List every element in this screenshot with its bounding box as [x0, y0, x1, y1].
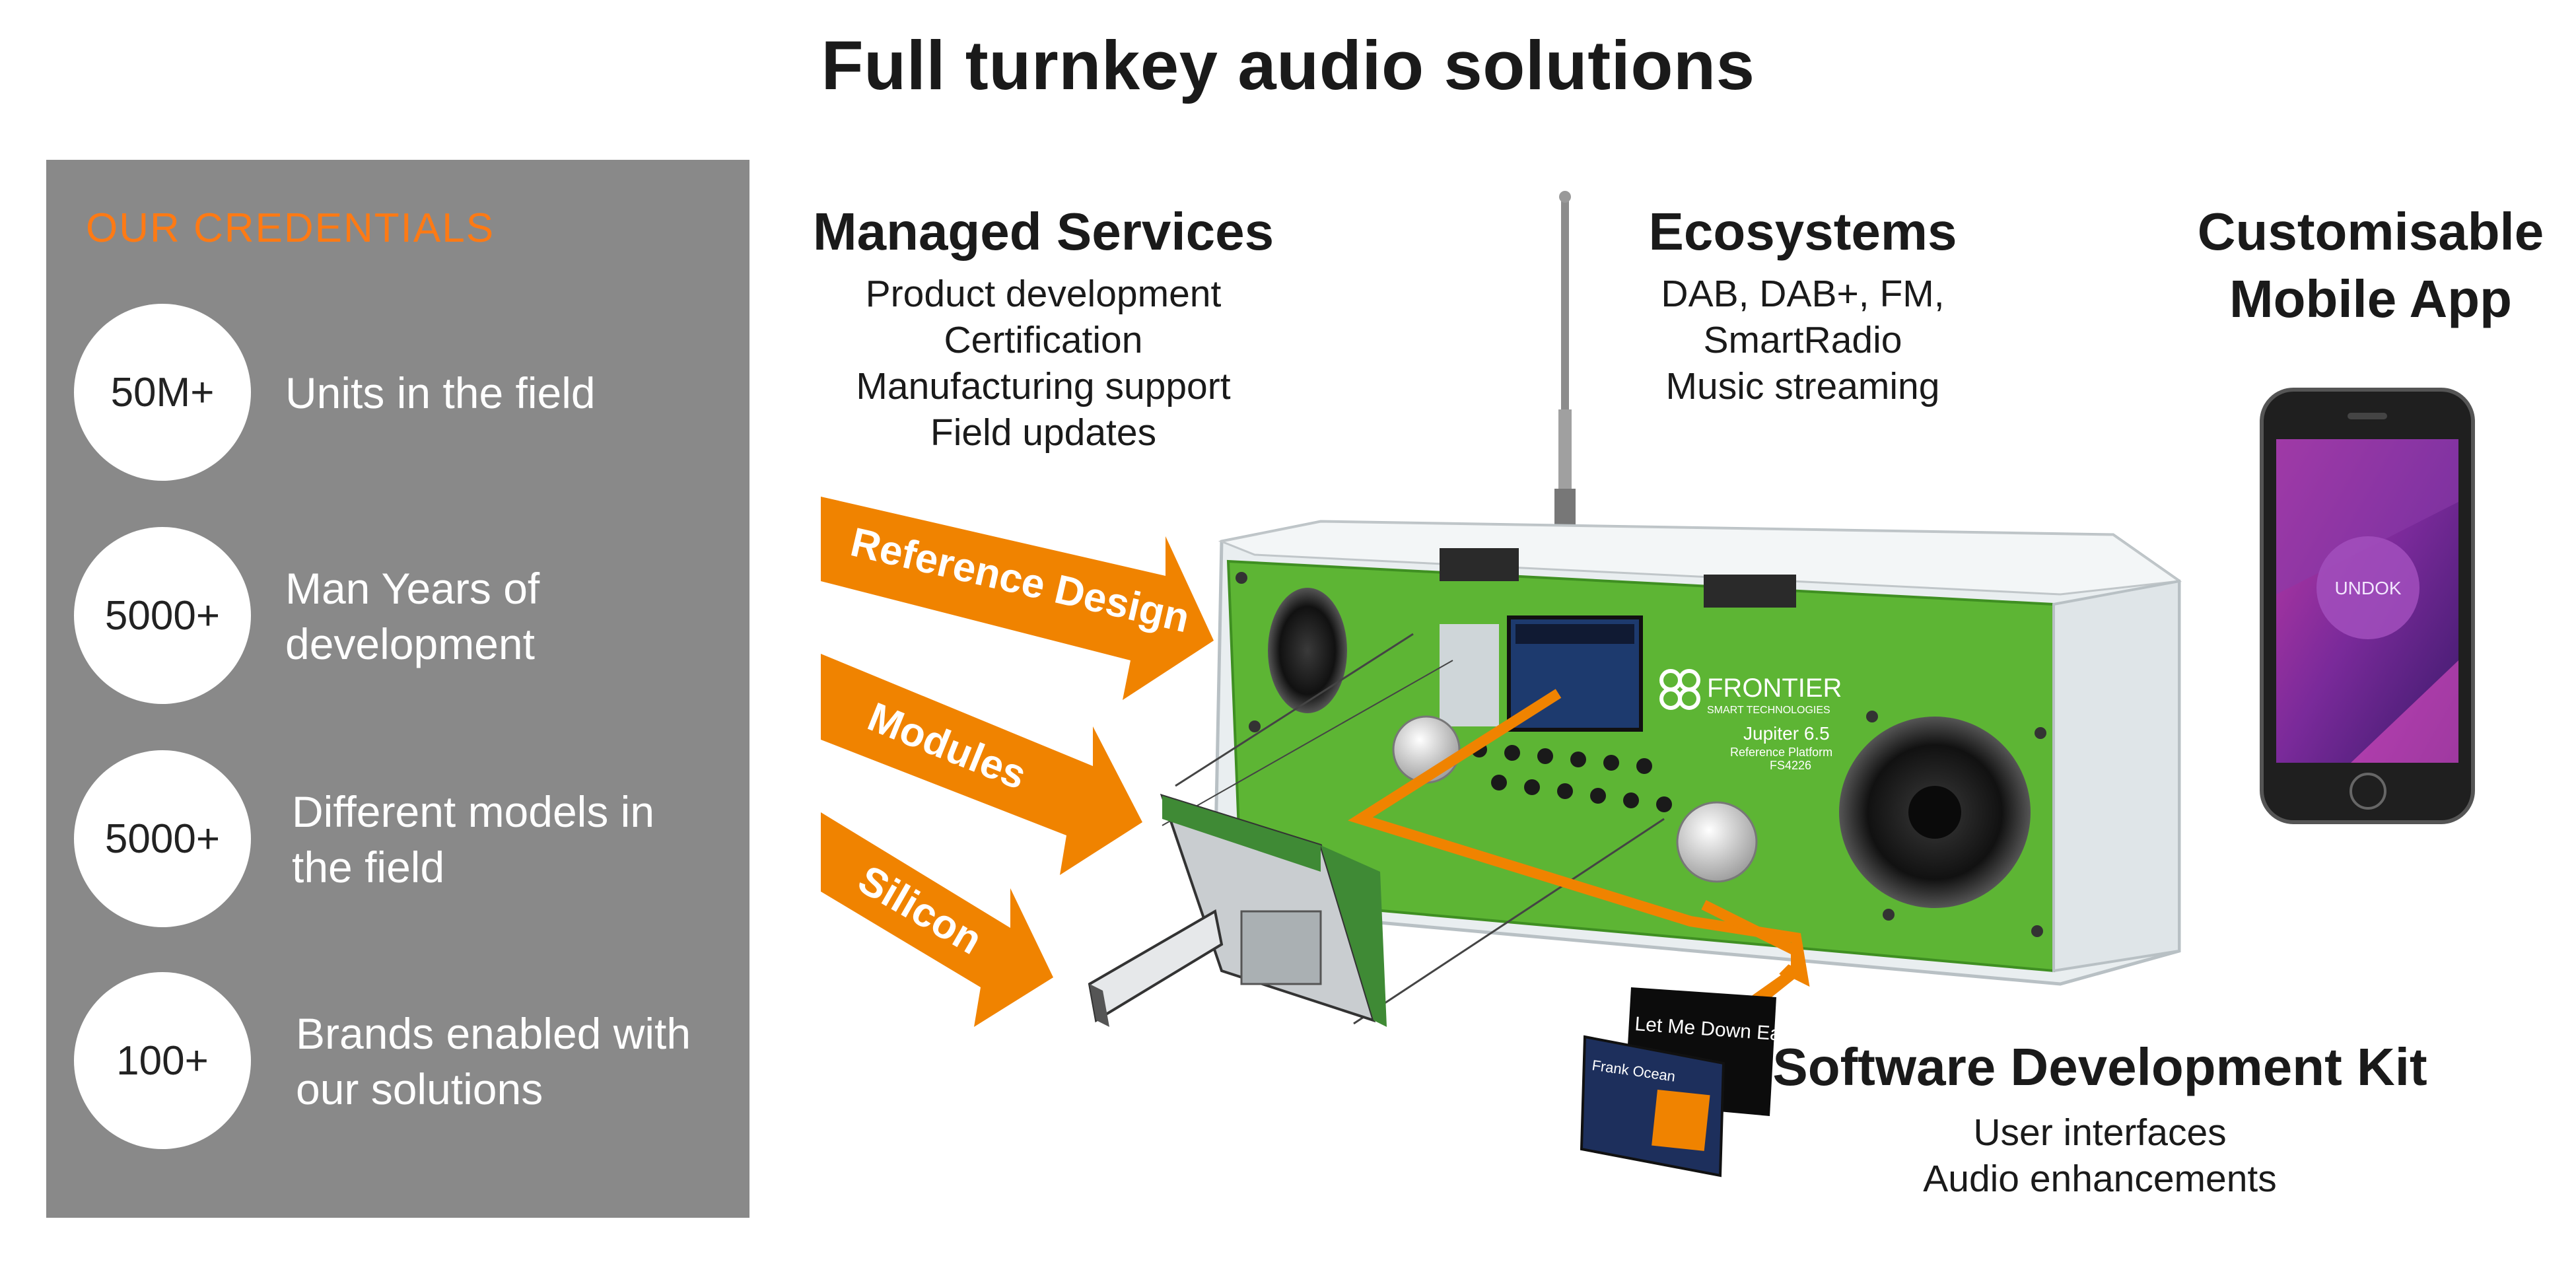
credential-item: 50M+ Units in the field [74, 304, 741, 482]
mobile-phone: UNDOK [2260, 388, 2475, 824]
knob-right [1676, 801, 1758, 883]
credentials-heading: OUR CREDENTIALS [86, 205, 495, 251]
silicon-chip [1088, 909, 1224, 1027]
arrow-silicon: Silicon [821, 812, 1053, 1027]
radio-unit [1213, 520, 2182, 986]
antenna [1554, 191, 1576, 581]
svg-text:Jupiter 6.5: Jupiter 6.5 [1743, 723, 1830, 744]
ecosystems-section: Ecosystems DAB, DAB+, FM, SmartRadio Mus… [1598, 198, 2007, 409]
speaker-left [1268, 588, 1347, 713]
managed-services-list: Product development Certification Manufa… [856, 273, 1231, 454]
credential-item: 5000+ Man Years of development [74, 527, 741, 705]
mobile-app-section: Customisable Mobile App [2179, 198, 2562, 333]
credentials-panel: OUR CREDENTIALS 50M+ Units in the field … [46, 160, 749, 1218]
managed-services-title: Managed Services [812, 202, 1274, 261]
credential-value: 5000+ [74, 527, 251, 704]
credential-label: Units in the field [285, 369, 596, 417]
radio-brand: FRONTIER SMART TECHNOLOGIES Jupiter 6.5 … [1707, 674, 1842, 772]
credential-label: Man Years of development [285, 564, 540, 668]
sdk-title: Software Development Kit [1772, 1037, 2427, 1096]
svg-text:SMART TECHNOLOGIES: SMART TECHNOLOGIES [1707, 705, 1830, 716]
credential-value: 50M+ [74, 304, 251, 481]
credential-value: 100+ [74, 972, 251, 1149]
sdk-screens: Let Me Down Easy Frank Ocean [1580, 987, 1801, 1177]
page-title: Full turnkey audio solutions [821, 27, 1755, 104]
credential-item: 5000+ Different models in the field [74, 750, 741, 929]
phone-app-logo: UNDOK [2334, 578, 2401, 598]
credential-item: 100+ Brands enabled with our solutions [74, 972, 741, 1150]
ecosystems-title: Ecosystems [1648, 202, 1957, 261]
svg-text:Reference Platform: Reference Platform [1730, 746, 1832, 759]
sdk-list: User interfaces Audio enhancements [1923, 1111, 2277, 1200]
managed-services-section: Managed Services Product development Cer… [786, 198, 1301, 456]
svg-text:FRONTIER: FRONTIER [1707, 674, 1842, 703]
ecosystems-list: DAB, DAB+, FM, SmartRadio Music streamin… [1661, 273, 1945, 407]
credential-value: 5000+ [74, 750, 251, 927]
svg-text:FS4226: FS4226 [1770, 759, 1811, 772]
credential-label: Different models in the field [292, 787, 655, 892]
module-board [1160, 633, 1665, 1027]
mobile-app-title: Customisable Mobile App [2197, 202, 2544, 328]
credential-label: Brands enabled with our solutions [296, 1009, 691, 1113]
arrow-reference-design: Reference Design [821, 497, 1214, 700]
